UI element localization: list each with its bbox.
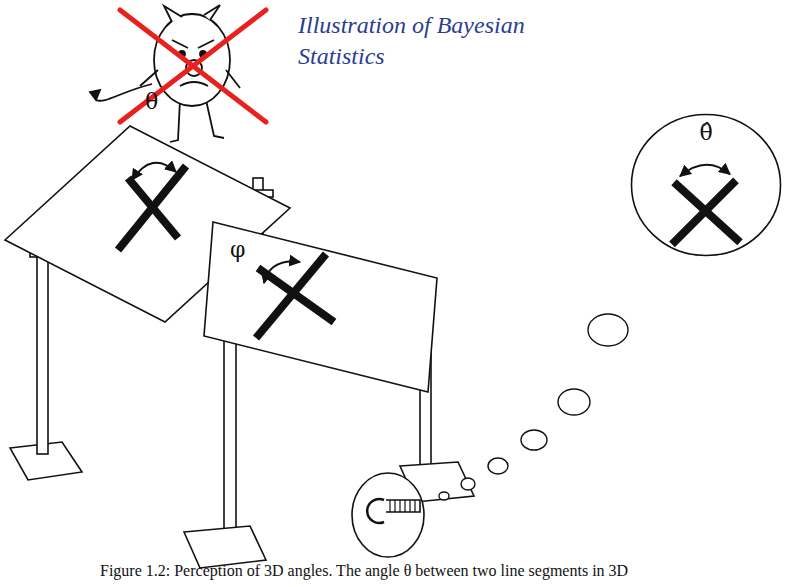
angle-arc [132,163,176,180]
eyeball [367,499,384,523]
angle-symbol: θ [145,90,158,114]
figure-caption: Figure 1.2: Perception of 3D angles. The… [100,562,628,580]
handwritten-title: Illustration of Bayesian Statistics [298,10,598,72]
stand-post [224,330,236,535]
segment [258,268,334,322]
estimate-symbol: θ̂ [630,113,782,148]
devil-horn [204,5,220,20]
thought-bubble [439,492,449,500]
stand-post [37,232,48,454]
devil-arm [140,70,240,88]
angle-arc [264,261,300,283]
angle-symbol: φ [230,238,245,262]
stand-base [184,526,266,568]
devil-tail [96,84,152,101]
segment [118,166,186,250]
thought-bubble [488,458,508,474]
devil-body [154,14,230,106]
cross-out-line [120,10,266,122]
thought-bubble-node: θ̂ [630,113,782,257]
image-plane [204,222,437,392]
devil-leg [170,100,180,142]
estimated-segment [674,182,740,242]
devil-horn [164,6,182,22]
eye-outline [352,473,424,557]
cross-out-line [120,10,266,122]
eyelashes [386,500,420,512]
devil-mouth [180,82,208,86]
thought-bubble [588,314,628,346]
cross-3d [118,166,186,250]
eye [352,473,424,557]
thought-bubble [521,430,547,450]
thought-chain [439,314,628,500]
eyelashes [390,500,415,512]
devil-tail-tip [90,90,100,100]
thought-bubble [558,389,590,415]
devil-brow [172,40,214,48]
angle-arc [680,165,730,177]
thought-bubble [461,478,475,490]
devil-figure [90,5,240,142]
cross-out [120,10,266,122]
devil-leg [206,100,224,138]
cross-projected [256,254,334,338]
segment [128,178,178,238]
